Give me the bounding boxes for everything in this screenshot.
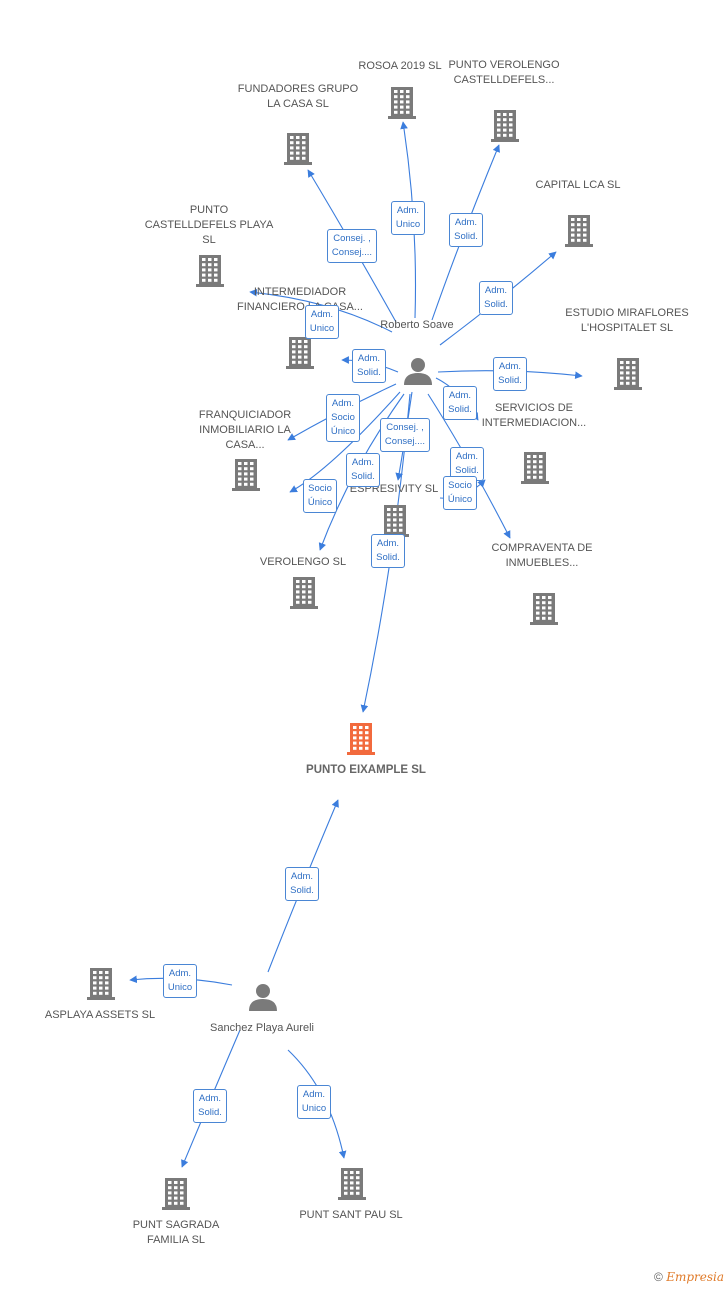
building-icon[interactable]: [286, 337, 314, 369]
building-icon[interactable]: [338, 1168, 366, 1200]
node-label-sanchez[interactable]: Sanchez Playa Aureli: [210, 1022, 314, 1034]
footer-brand: © Empresia: [654, 1270, 724, 1284]
node-label-punto-castelldefels[interactable]: PUNTO CASTELLDEFELS PLAYA SL: [144, 204, 274, 246]
relation-label[interactable]: Adm.Solid.: [193, 1089, 227, 1123]
node-label-roberto[interactable]: Roberto Soave: [380, 319, 454, 331]
node-label-intermediador[interactable]: INTERMEDIADOR FINANCIERO LA CASA...: [237, 286, 363, 313]
relation-label[interactable]: Adm.Solid.: [493, 357, 527, 391]
building-icon[interactable]: [232, 459, 260, 491]
node-label-rosoa[interactable]: ROSOA 2019 SL: [358, 60, 442, 72]
relation-label[interactable]: Consej. ,Consej....: [326, 229, 378, 263]
node-label-capital-lca[interactable]: CAPITAL LCA SL: [535, 179, 621, 191]
person-icon[interactable]: [404, 358, 432, 385]
relation-label[interactable]: Adm.Unico: [304, 305, 340, 339]
relation-label[interactable]: Consej. ,Consej....: [379, 418, 431, 452]
building-icon[interactable]: [491, 110, 519, 142]
building-icon[interactable]: [530, 593, 558, 625]
node-label-compraventa[interactable]: COMPRAVENTA DE INMUEBLES...: [491, 542, 593, 569]
building-icon[interactable]: [521, 452, 549, 484]
node-label-fundadores[interactable]: FUNDADORES GRUPO LA CASA SL: [237, 83, 359, 110]
relation-label[interactable]: Adm.Unico: [162, 964, 198, 998]
building-icon[interactable]: [347, 723, 375, 755]
building-icon[interactable]: [388, 87, 416, 119]
building-icon[interactable]: [284, 133, 312, 165]
brand-logo-text: Empresia: [666, 1270, 724, 1284]
relation-label[interactable]: Adm.Solid.: [352, 349, 386, 383]
building-icon[interactable]: [196, 255, 224, 287]
relation-label[interactable]: Adm.Unico: [296, 1085, 332, 1119]
relation-label[interactable]: Adm.Solid.: [285, 867, 319, 901]
relation-label[interactable]: Adm.Unico: [390, 201, 426, 235]
building-icon[interactable]: [614, 358, 642, 390]
building-icon[interactable]: [381, 505, 409, 537]
building-icon[interactable]: [162, 1178, 190, 1210]
relation-label[interactable]: Adm.Solid.: [371, 534, 405, 568]
node-label-franquiciador[interactable]: FRANQUICIADOR INMOBILIARIO LA CASA...: [198, 409, 292, 451]
node-label-asplaya[interactable]: ASPLAYA ASSETS SL: [44, 1009, 156, 1021]
person-icon[interactable]: [249, 984, 277, 1011]
node-label-servicios[interactable]: SERVICIOS DE INTERMEDIACION...: [481, 402, 587, 429]
relation-label[interactable]: Adm.Solid.: [449, 213, 483, 247]
edge-roberto-to-verolengo: [289, 391, 401, 493]
node-label-punto-verolengo[interactable]: PUNTO VEROLENGO CASTELLDEFELS...: [448, 59, 560, 86]
node-label-estudio[interactable]: ESTUDIO MIRAFLORES L'HOSPITALET SL: [565, 307, 689, 334]
building-icon[interactable]: [565, 215, 593, 247]
relation-label[interactable]: Adm.Solid.: [346, 453, 380, 487]
node-label-punt-sagrada[interactable]: PUNT SAGRADA FAMILIA SL: [132, 1219, 220, 1246]
copyright-symbol: ©: [654, 1270, 663, 1284]
building-icon[interactable]: [87, 968, 115, 1000]
node-label-punto-eixample[interactable]: PUNTO EIXAMPLE SL: [306, 764, 426, 776]
building-icon[interactable]: [290, 577, 318, 609]
relation-label[interactable]: Adm.Solid.: [450, 447, 484, 481]
node-label-verolengo[interactable]: VEROLENGO SL: [259, 556, 347, 568]
relation-label[interactable]: Adm.Solid.: [479, 281, 513, 315]
relation-label[interactable]: Adm.Solid.: [443, 386, 477, 420]
node-label-punt-sant-pau[interactable]: PUNT SANT PAU SL: [299, 1209, 403, 1221]
